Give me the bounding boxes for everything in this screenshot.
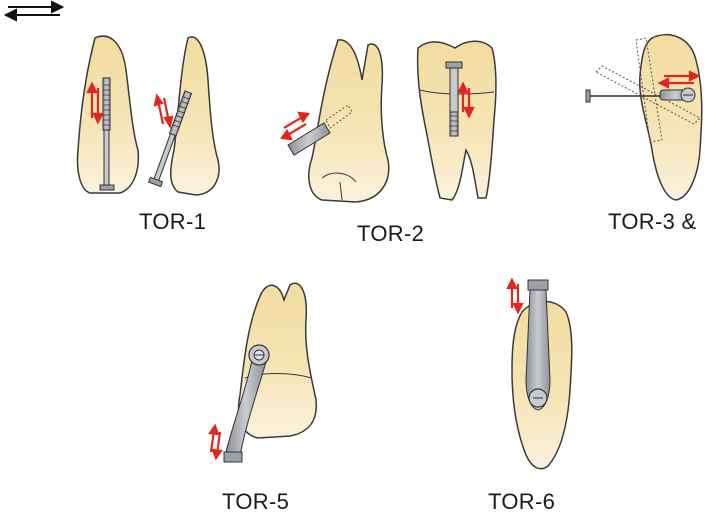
tor5-arrows bbox=[210, 426, 221, 458]
label-tor5: TOR-5 bbox=[222, 489, 289, 515]
label-tor6: TOR-6 bbox=[488, 489, 555, 515]
tor1-arrows-side bbox=[155, 96, 172, 126]
tor34-group bbox=[586, 35, 702, 200]
tor6-arrows bbox=[508, 280, 522, 312]
tor6-group bbox=[508, 280, 572, 469]
tor1-shaft-front bbox=[104, 130, 109, 185]
tor1-screw-front bbox=[103, 78, 110, 130]
label-tor1: TOR-1 bbox=[139, 209, 206, 235]
tor1-group bbox=[78, 36, 220, 195]
tor5-group bbox=[210, 283, 316, 462]
tor2-tooth-left bbox=[309, 40, 389, 202]
tor6-instrument bbox=[526, 280, 550, 410]
tor34-tooth bbox=[640, 35, 702, 200]
label-tor34: TOR-3 & bbox=[608, 209, 697, 235]
label-tor2: TOR-2 bbox=[357, 221, 424, 247]
double-arrow-icon bbox=[6, 2, 62, 20]
tor2-group bbox=[282, 40, 496, 202]
